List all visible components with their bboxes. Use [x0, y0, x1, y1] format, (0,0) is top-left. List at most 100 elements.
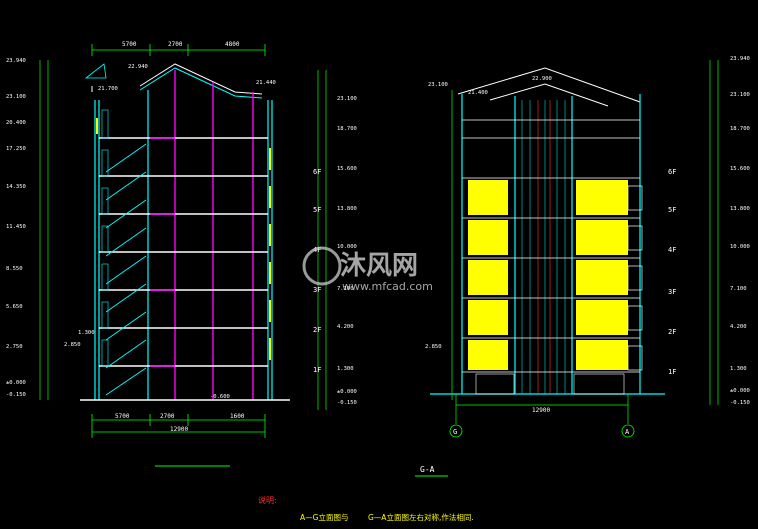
- svg-text:±0.000: ±0.000: [730, 388, 750, 394]
- total-width-dim: 12900: [170, 426, 188, 433]
- level-21-440: 21.440: [256, 80, 276, 86]
- elevation-floor-bands: [462, 119, 640, 373]
- svg-text:2.750: 2.750: [6, 344, 23, 350]
- plinth-hatch-left: [475, 373, 515, 395]
- elevation-title: G-A: [420, 465, 435, 474]
- svg-text:-0.150: -0.150: [337, 400, 357, 406]
- svg-text:7.100: 7.100: [337, 286, 354, 292]
- svg-text:3F: 3F: [668, 288, 676, 296]
- top-dim-1: 5700: [122, 41, 137, 48]
- svg-text:4.200: 4.200: [337, 324, 354, 330]
- svg-text:15.600: 15.600: [337, 166, 357, 172]
- elev-level-21-400: 21.400: [468, 90, 488, 96]
- left-level-column: [39, 60, 49, 400]
- left-level-marks: 23.940 23.100 20.400 17.250 14.350 11.45…: [6, 58, 26, 398]
- stair-tower-lines: [521, 100, 566, 394]
- svg-text:11.450: 11.450: [6, 224, 26, 230]
- elevation-total-width: 12900: [532, 407, 550, 414]
- elevation-right-level-column: [709, 60, 719, 405]
- building-section: 5700 2700 4800: [6, 41, 357, 467]
- elev-level-2-850: 2.850: [425, 344, 442, 350]
- elev-roof-level: 22.900: [532, 76, 552, 82]
- section-walls: [94, 90, 273, 400]
- slab-magenta-accents: [150, 137, 175, 367]
- svg-text:5F: 5F: [668, 206, 676, 214]
- roof-hatch-triangle: [84, 63, 107, 79]
- svg-text:-0.150: -0.150: [6, 392, 26, 398]
- elevation-balconies: [627, 185, 643, 371]
- svg-text:4F: 4F: [668, 246, 676, 254]
- bottom-dim-1: 5700: [115, 413, 130, 420]
- elevation-roof: [457, 67, 641, 107]
- svg-text:23.940: 23.940: [6, 58, 26, 64]
- floor-slabs: [80, 137, 290, 401]
- bottom-dimension-chain: [91, 414, 266, 438]
- stair-tower-red-lines: [537, 100, 551, 394]
- top-dim-2: 2700: [168, 41, 183, 48]
- svg-text:13.800: 13.800: [730, 206, 750, 212]
- svg-text:1.300: 1.300: [337, 366, 354, 372]
- notes-block: 说明: A—G立面图与 G—A立面图左右对称,作法相同.: [258, 495, 474, 522]
- svg-text:5.650: 5.650: [6, 304, 23, 310]
- watermark-url: www.mfcad.com: [342, 280, 433, 293]
- section-right-level-column: [317, 70, 327, 410]
- svg-text:15.600: 15.600: [730, 166, 750, 172]
- svg-text:23.100: 23.100: [6, 94, 26, 100]
- stair-flights: [105, 143, 147, 396]
- axis-bubble-a: [621, 424, 635, 438]
- svg-text:13.800: 13.800: [337, 206, 357, 212]
- bottom-dim-2: 2700: [160, 413, 175, 420]
- notes-label: 说明:: [258, 495, 277, 505]
- elevation-yellow-right: [576, 180, 628, 370]
- axis-label-a: A: [625, 428, 630, 436]
- svg-text:18.700: 18.700: [337, 126, 357, 132]
- svg-text:6F: 6F: [668, 168, 676, 176]
- watermark: 沐风网 www.mfcad.com: [302, 246, 433, 293]
- svg-text:-0.150: -0.150: [730, 400, 750, 406]
- notes-text-1: A—G立面图与: [300, 512, 348, 522]
- svg-text:23.100: 23.100: [337, 96, 357, 102]
- svg-text:3F: 3F: [313, 286, 321, 294]
- svg-text:1F: 1F: [313, 366, 321, 374]
- svg-text:8.550: 8.550: [6, 266, 23, 272]
- section-roof: [91, 63, 263, 99]
- top-dim-3: 4800: [225, 41, 240, 48]
- watermark-logo-icon: [302, 246, 342, 286]
- svg-text:2F: 2F: [313, 326, 321, 334]
- svg-text:10.000: 10.000: [730, 244, 750, 250]
- bottom-dim-3: 1600: [230, 413, 245, 420]
- svg-text:2F: 2F: [668, 328, 676, 336]
- section-window-marks: [96, 118, 271, 360]
- section-right-level-marks: 23.100 18.700 15.600 13.800 10.000 7.100…: [337, 96, 357, 406]
- svg-text:4.200: 4.200: [730, 324, 747, 330]
- elev-level-23-100: 23.100: [428, 82, 448, 88]
- svg-text:1F: 1F: [668, 368, 676, 376]
- svg-text:20.400: 20.400: [6, 120, 26, 126]
- svg-text:±0.000: ±0.000: [337, 389, 357, 395]
- svg-text:7.100: 7.100: [730, 286, 747, 292]
- level-1-300: 1.300: [78, 330, 95, 336]
- notes-text-2: G—A立面图左右对称,作法相同.: [368, 512, 474, 522]
- elevation-floor-labels: 6F 5F 4F 3F 2F 1F: [668, 168, 676, 376]
- elevation-right-level-marks: 23.940 23.100 18.700 15.600 13.800 10.00…: [730, 56, 750, 406]
- elevation-frame: [430, 94, 665, 395]
- svg-text:17.250: 17.250: [6, 146, 26, 152]
- axis-label-g: G: [453, 428, 457, 436]
- stair-railings: [101, 109, 109, 367]
- level-21-700: 21.700: [98, 86, 118, 92]
- svg-text:±0.000: ±0.000: [6, 380, 26, 386]
- svg-text:23.100: 23.100: [730, 92, 750, 98]
- svg-text:23.940: 23.940: [730, 56, 750, 62]
- roof-level: 22.940: [128, 64, 148, 70]
- svg-text:14.350: 14.350: [6, 184, 26, 190]
- svg-text:1.300: 1.300: [730, 366, 747, 372]
- svg-text:18.700: 18.700: [730, 126, 750, 132]
- axis-bubble-g: [449, 424, 463, 438]
- top-dimension-chain: [91, 44, 266, 56]
- level-minus-0-600: -0.600: [210, 394, 230, 400]
- plinth-hatch-right: [573, 373, 625, 395]
- svg-text:6F: 6F: [313, 168, 321, 176]
- section-floor-labels: 6F 5F 4F 3F 2F 1F: [313, 168, 321, 374]
- watermark-brand: 沐风网: [340, 251, 418, 281]
